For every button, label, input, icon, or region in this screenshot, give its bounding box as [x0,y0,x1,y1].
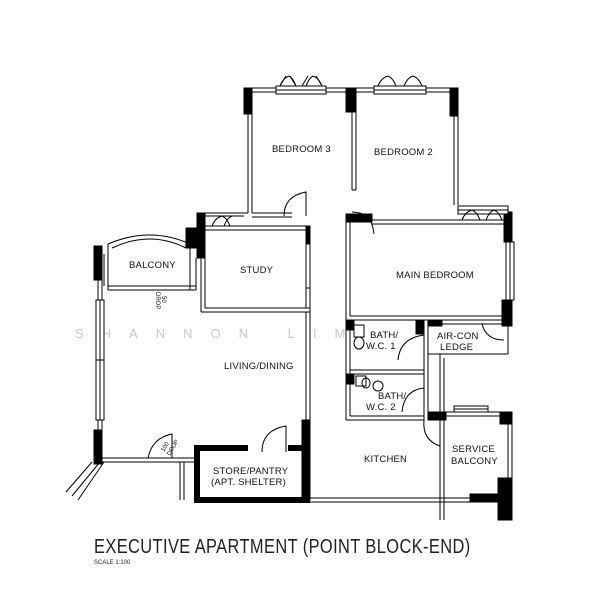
main-bedroom-walls [345,211,513,327]
study-walls [196,212,311,313]
plan-title: EXECUTIVE APARTMENT (POINT BLOCK-END) [94,536,471,558]
window-main-bedroom-right [505,241,515,301]
label-aircon-a: AIR-CON [437,331,479,342]
label-bedroom-3: BEDROOM 3 [272,144,331,155]
door-bath-2 [401,387,425,413]
toilet-1 [353,324,365,350]
drop-annotation-1b: DROP [154,292,160,309]
label-service-b: BALCONY [451,456,498,467]
door-bedroom-3 [283,191,307,217]
bedroom-3-walls [243,87,357,218]
label-service-a: SERVICE [452,444,495,455]
window-bedroom-3 [275,75,327,95]
window-study [205,215,244,227]
plan-scale: SCALE 1:100 [94,560,131,566]
window-living-left [95,299,105,421]
label-bath-wc2-a: BATH/ [378,391,406,402]
label-bath-wc1-b: W.C. 1 [366,341,396,352]
toilet-2 [355,375,384,392]
label-living-dining: LIVING/DINING [224,361,294,372]
label-aircon-b: LEDGE [440,342,473,353]
label-bedroom-2: BEDROOM 2 [374,147,433,158]
bath-walls [345,319,429,421]
label-store-b: (APT. SHELTER) [211,477,286,488]
store-pantry-walls [194,425,310,503]
bay-window [65,433,198,501]
aircon-ledge-walls [427,319,509,520]
watermark: SHANNON LIM [75,326,363,341]
service-balcony-walls [423,405,513,521]
label-kitchen: KITCHEN [364,454,407,465]
drop-annotation-2: 100 [161,441,172,453]
label-bath-wc1-a: BATH/ [370,330,398,341]
door-bath-1 [397,334,425,361]
window-main-bedroom-top [457,205,509,221]
drop-annotation-1: 50 [160,296,166,303]
label-main-bedroom: MAIN BEDROOM [396,270,474,281]
label-store-a: STORE/PANTRY [213,466,289,477]
label-study: STUDY [240,265,274,276]
label-balcony: BALCONY [129,260,176,271]
window-bedroom-2 [373,75,427,95]
label-bath-wc2-b: W.C. 2 [366,402,396,413]
